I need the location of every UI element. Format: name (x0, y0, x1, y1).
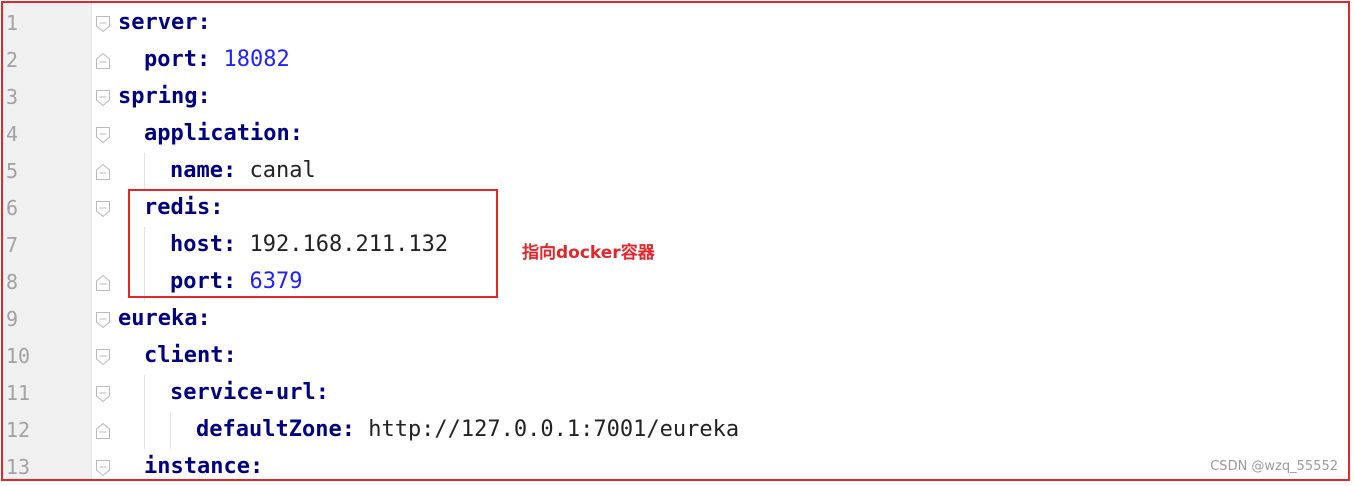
yaml-key: instance (144, 454, 250, 479)
code-text: name: canal (170, 157, 316, 185)
yaml-key: application (144, 121, 290, 146)
line-number: 1 (6, 11, 19, 35)
code-text: service-url: (170, 379, 329, 407)
colon: : (222, 269, 237, 294)
indent-guide (144, 375, 145, 412)
yaml-key: eureka (118, 306, 198, 331)
code-line[interactable]: 2 port: 18082 (3, 42, 1343, 79)
fold-open-icon[interactable] (95, 459, 111, 477)
line-number-gutter (3, 3, 91, 479)
indent-guide (144, 227, 145, 264)
yaml-key: service-url (170, 380, 316, 405)
code-text: port: 18082 (144, 46, 290, 74)
colon: : (197, 10, 211, 35)
code-text: host: 192.168.211.132 (170, 231, 448, 259)
code-line[interactable]: 3 spring: (3, 79, 1343, 116)
yaml-string-value: 192.168.211.132 (249, 232, 449, 257)
colon: : (249, 454, 264, 479)
fold-open-icon[interactable] (95, 385, 111, 403)
highlight-box (128, 189, 498, 298)
indent-guide (144, 412, 145, 449)
fold-open-icon[interactable] (95, 126, 111, 144)
code-text: redis: (144, 194, 223, 222)
fold-close-icon[interactable] (95, 274, 111, 292)
colon: : (222, 232, 237, 257)
colon: : (197, 84, 211, 109)
yaml-key: host (170, 232, 223, 257)
watermark: CSDN @wzq_55552 (1210, 459, 1338, 474)
annotation-label: 指向docker容器 (522, 243, 655, 263)
colon: : (341, 417, 355, 442)
yaml-key: name (170, 158, 223, 183)
fold-close-icon[interactable] (95, 422, 111, 440)
fold-close-icon[interactable] (95, 52, 111, 70)
line-number: 5 (6, 159, 19, 183)
yaml-string-value: http://127.0.0.1:7001/eureka (368, 417, 740, 442)
yaml-key: port (144, 47, 197, 72)
code-text: application: (144, 120, 303, 148)
yaml-key: port (170, 269, 223, 294)
fold-open-icon[interactable] (95, 15, 111, 33)
line-number: 8 (6, 270, 19, 294)
fold-close-icon[interactable] (95, 163, 111, 181)
indent-guide (170, 412, 171, 449)
code-text: server: (118, 9, 211, 37)
code-line[interactable]: 11 service-url: (3, 375, 1343, 412)
line-number: 4 (6, 122, 19, 146)
fold-open-icon[interactable] (95, 200, 111, 218)
yaml-string-value: canal (249, 158, 316, 183)
code-line[interactable]: 8 port: 6379 (3, 264, 1343, 301)
line-number: 10 (6, 344, 31, 368)
colon: : (315, 380, 329, 405)
colon: : (197, 306, 211, 331)
gutter-divider (91, 3, 92, 479)
code-line[interactable]: 10 client: (3, 338, 1343, 375)
code-line[interactable]: 6 redis: (3, 190, 1343, 227)
yaml-key: spring (118, 84, 198, 109)
code-text: defaultZone: http://127.0.0.1:7001/eurek… (196, 416, 739, 444)
line-number: 6 (6, 196, 19, 220)
yaml-key: server (118, 10, 198, 35)
indent-guide (144, 264, 145, 301)
fold-open-icon[interactable] (95, 311, 111, 329)
code-text: port: 6379 (170, 268, 302, 296)
fold-open-icon[interactable] (95, 89, 111, 107)
code-line[interactable]: 12 defaultZone: http://127.0.0.1:7001/eur… (3, 412, 1343, 449)
code-text: instance: (144, 453, 264, 479)
line-number: 11 (6, 381, 31, 405)
code-line[interactable]: 9 eureka: (3, 301, 1343, 338)
yaml-key: redis (144, 195, 211, 220)
indent-guide (144, 153, 145, 190)
code-line[interactable]: 1 server: (3, 5, 1343, 42)
line-number: 2 (6, 48, 19, 72)
code-line[interactable]: 7 host: 192.168.211.132 (3, 227, 1343, 264)
colon: : (210, 195, 224, 220)
code-text: client: (144, 342, 237, 370)
line-number: 9 (6, 307, 19, 331)
code-line[interactable]: 4 application: (3, 116, 1343, 153)
code-text: spring: (118, 83, 211, 111)
fold-open-icon[interactable] (95, 348, 111, 366)
yaml-key: defaultZone (196, 417, 342, 442)
line-number: 12 (6, 418, 31, 442)
code-line[interactable]: 5 name: canal (3, 153, 1343, 190)
colon: : (223, 343, 237, 368)
line-number: 13 (6, 455, 31, 479)
line-number: 7 (6, 233, 19, 257)
yaml-number-value: 6379 (249, 269, 303, 294)
code-text: eureka: (118, 305, 211, 333)
yaml-key: client (144, 343, 224, 368)
colon: : (222, 158, 237, 183)
yaml-number-value: 18082 (223, 47, 290, 72)
line-number: 3 (6, 85, 19, 109)
colon: : (196, 47, 211, 72)
colon: : (289, 121, 303, 146)
code-line[interactable]: 13 instance: (3, 449, 1343, 479)
